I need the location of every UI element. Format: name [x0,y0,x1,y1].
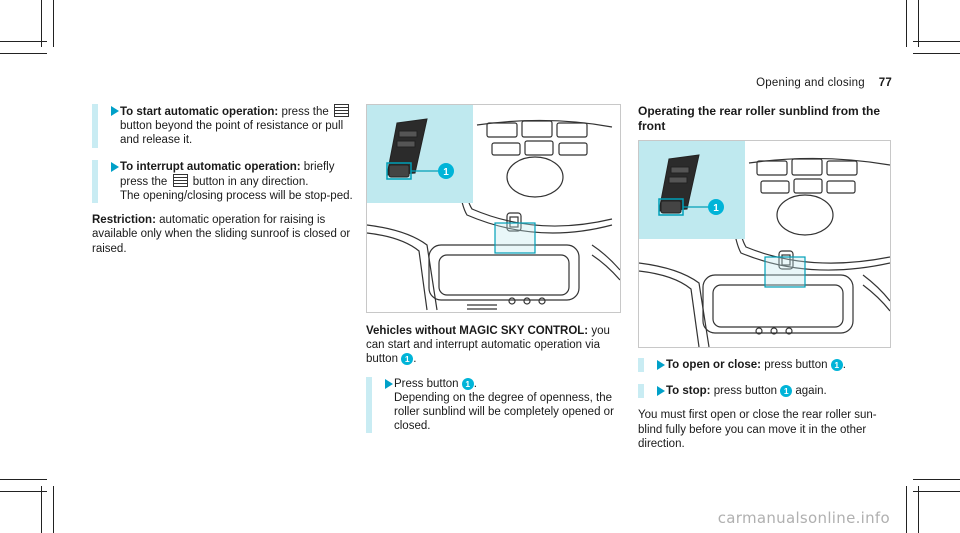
restriction-label: Restriction: [92,214,156,227]
callout-number: 1 [713,203,719,214]
step-result: Depending on the degree of openness, the… [394,391,614,433]
crop-mark [0,491,47,492]
step-text: Press button [394,377,459,390]
page-number: 77 [878,77,892,89]
callout-badge: 1 [780,385,793,398]
crop-mark [913,41,960,42]
step-arrow-icon [111,161,119,172]
watermark: carmanualsonline.info [717,509,890,527]
step-label: To start automatic operation: [120,106,279,118]
button-highlight-box [494,222,536,254]
crop-mark [0,479,47,480]
step-text: briefly press the [120,160,335,188]
restriction-note: Restriction: automatic operation for rai… [92,213,354,256]
step-arrow-icon [111,106,119,116]
crop-mark [53,486,54,533]
crop-mark [913,53,960,54]
step-result: The opening/closing process will be stop… [120,190,353,203]
front-console-illustration: 1 [638,140,891,348]
vehicle-intro: Vehicles without MAGIC SKY CONTROL: you … [366,324,622,367]
step-end: . [473,377,477,390]
step-text: button beyond the point of resistance or… [120,120,344,147]
intro-label: Vehicles without MAGIC SKY CONTROL: [366,325,589,337]
intro-end: . [413,353,417,366]
step-label: To stop: [666,385,711,398]
step-label: To interrupt automatic operation: [120,160,301,173]
step-stop: To stop: press button 1 again. [638,384,894,399]
sunblind-button-icon [333,104,349,117]
step-arrow-icon [657,360,665,370]
callout-marker [438,163,454,179]
button-highlight-box [764,256,806,288]
sunblind-button-icon [172,173,188,187]
overhead-console-drawing: 1 [367,105,620,311]
callout-badge: 1 [830,359,843,371]
step-end: again. [792,385,827,398]
crop-mark [906,486,907,533]
crop-mark [906,0,907,47]
callout-badge: 1 [461,377,474,390]
crop-mark [0,53,47,54]
step-open-close: To open or close: press button 1. [638,358,894,373]
step-interrupt-automatic: To interrupt automatic operation: briefl… [92,159,354,204]
callout-number: 1 [443,167,449,178]
crop-mark [41,486,42,533]
step-text: press button [761,359,828,371]
right-column-heading: Operating the rear roller sunblind from … [638,104,888,133]
right-column-text: To open or close: press button 1. To sto… [638,358,894,451]
step-start-automatic: To start automatic operation: press the … [92,104,354,148]
middle-column-text: Vehicles without MAGIC SKY CONTROL: you … [366,324,622,443]
crop-mark [0,41,47,42]
crop-mark [913,491,960,492]
crop-mark [913,479,960,480]
crop-mark [41,0,42,47]
note-paragraph: You must first open or close the rear ro… [638,409,877,450]
step-arrow-icon [385,378,393,389]
step-press-button: Press button 1. Depending on the degree … [366,376,622,434]
step-text: button in any direction. [189,175,309,188]
callout-badge: 1 [401,353,414,366]
restriction-text: automatic operation for raising is avail… [92,214,351,255]
front-console-drawing: 1 [639,141,890,347]
callout-marker [708,199,724,215]
crop-mark [918,0,919,47]
overhead-console-illustration: 1 [366,104,621,313]
left-column: To start automatic operation: press the … [92,104,354,256]
page-header: Opening and closing 77 [756,77,892,89]
step-text: press button [710,385,777,398]
step-arrow-icon [657,386,665,397]
step-label: To open or close: [666,359,761,371]
section-heading: Operating the rear roller sunblind from … [638,104,881,133]
crop-mark [53,0,54,47]
section-title: Opening and closing [756,77,865,89]
intro-text: you can start and interrupt automatic op… [366,325,610,366]
crop-mark [918,486,919,533]
step-text: press the [278,106,329,118]
step-end: . [842,359,846,371]
